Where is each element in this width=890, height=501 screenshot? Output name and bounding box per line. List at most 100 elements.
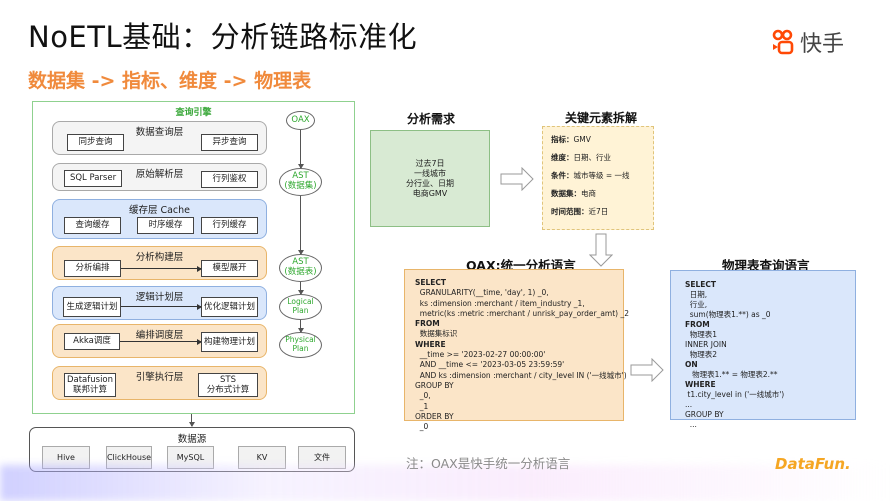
flow-node-logical-plan: Logical Plan xyxy=(279,294,322,320)
oax-code-doc: SELECT GRANULARITY(__time, 'day', 1) _0,… xyxy=(404,269,629,431)
layer-logical-plan: 逻辑计划层 生成逻辑计划 优化逻辑计划 xyxy=(52,286,267,320)
flow-arrow xyxy=(297,320,304,333)
flow-arrow xyxy=(120,338,202,345)
physical-title: 物理表查询语言 xyxy=(722,258,810,273)
physical-code-line: 日期, xyxy=(685,290,708,299)
physical-code-line: 物理表2 xyxy=(685,350,718,359)
sync-query-box: 同步查询 xyxy=(67,134,124,151)
optimize-logical-plan-box: 优化逻辑计划 xyxy=(201,297,258,317)
layer-title: 引擎执行层 xyxy=(135,372,184,383)
key-row-time-range: 时间范围：近7日 xyxy=(551,207,609,216)
flow-node-oax: OAX xyxy=(286,111,315,130)
sql-parser-box: SQL Parser xyxy=(64,170,122,187)
key-row-dataset: 数据集：电商 xyxy=(551,189,596,198)
layer-title: 缓存层 Cache xyxy=(128,205,191,216)
layer-engine-exec: 引擎执行层 Datafusion 联邦计算 STS 分布式计算 xyxy=(52,366,267,400)
physical-code-line: INNER JOIN xyxy=(685,340,727,349)
footnote: 注：OAX是快手统一分析语言 xyxy=(406,456,571,471)
requirement-line: 过去7日 xyxy=(415,158,445,168)
key-row-metric: 指标：GMV xyxy=(551,135,591,144)
oax-code-line: ORDER BY xyxy=(415,411,454,421)
layer-scheduling: 编排调度层 Akka调度 构建物理计划 xyxy=(52,324,267,358)
layer-title: 原始解析层 xyxy=(135,169,184,180)
kuaishou-camera-icon xyxy=(772,29,794,55)
requirement-title: 分析需求 xyxy=(407,112,456,126)
layer-data-query: 数据查询层 同步查询 异步查询 xyxy=(52,121,267,155)
physical-code-line: sum(物理表1.**) as _0 xyxy=(685,310,771,319)
oax-code-line: WHERE xyxy=(415,339,446,349)
physical-code-line: WHERE xyxy=(685,380,716,389)
datasource-title: 数据源 xyxy=(177,434,207,445)
page-subtitle: 数据集 -> 指标、维度 -> 物理表 xyxy=(28,70,312,92)
oax-code-line: AND ks :dimension :merchant / city_level… xyxy=(415,370,627,380)
physical-code-line: ON xyxy=(685,360,698,369)
oax-code-line: ks :dimension :merchant / item_industry … xyxy=(415,298,585,308)
oax-code-line: metric(ks :metric :merchant / unrisk_pay… xyxy=(415,308,630,318)
oax-code-line: _0 xyxy=(415,422,429,432)
kuaishou-logo: 快手 xyxy=(772,26,844,58)
model-expand-box: 模型展开 xyxy=(201,260,258,277)
datafun-logo: DataFun. xyxy=(775,455,851,473)
timeseries-cache-box: 时序缓存 xyxy=(137,217,194,234)
engine-to-datasource-arrow xyxy=(188,414,195,427)
physical-code-line: 行业, xyxy=(685,300,708,309)
oax-code-line: _1 xyxy=(415,401,429,411)
flow-node-physical-plan: Physical Plan xyxy=(279,332,322,358)
oax-code: SELECT GRANULARITY(__time, 'day', 1) _0,… xyxy=(415,278,630,432)
layer-cache: 缓存层 Cache 查询缓存 时序缓存 行列缓存 xyxy=(52,199,267,239)
layer-title: 逻辑计划层 xyxy=(135,292,184,303)
oax-code-line: AND __time <= '2023-03-05 23:59:59' xyxy=(415,360,565,370)
requirement-box: 过去7日 一线城市 分行业、日期 电商GMV xyxy=(370,130,490,227)
datafusion-box: Datafusion 联邦计算 xyxy=(64,373,116,397)
physical-code-line: 物理表1.** = 物理表2.** xyxy=(685,370,778,379)
layer-analysis-build: 分析构建层 分析编排 模型展开 xyxy=(52,246,267,280)
arrow-right-icon xyxy=(630,358,664,382)
physical-code-line: FROM xyxy=(685,320,710,329)
oax-code-line: GROUP BY xyxy=(415,380,454,390)
flow-arrow xyxy=(297,130,304,169)
physical-code-line: 物理表1 xyxy=(685,330,718,339)
oax-code-line: SELECT xyxy=(415,278,447,287)
page-title: NoETL基础：分析链路标准化 xyxy=(28,20,418,54)
key-row-dimension: 维度：日期、行业 xyxy=(551,153,611,162)
physical-code-line: ... xyxy=(685,420,697,429)
generate-logical-plan-box: 生成逻辑计划 xyxy=(63,297,121,317)
physical-code-line: t1.city_level in ('一线城市') xyxy=(685,390,785,399)
key-elements-box: 指标：GMV 维度：日期、行业 条件：城市等级 = 一线 数据集：电商 时间范围… xyxy=(542,126,654,230)
akka-schedule-box: Akka调度 xyxy=(64,333,120,350)
engine-title: 查询引擎 xyxy=(175,108,212,118)
oax-code-line: 数据集标识 xyxy=(415,329,458,339)
flow-arrow xyxy=(297,196,304,255)
oax-code-line: FROM xyxy=(415,319,440,329)
sts-box: STS 分布式计算 xyxy=(198,373,258,397)
decorative-swoosh xyxy=(0,465,890,501)
physical-code-line: ... xyxy=(685,400,693,409)
oax-code-line: _0, xyxy=(415,391,431,401)
requirement-line: 一线城市 xyxy=(414,168,446,178)
row-col-auth-box: 行列鉴权 xyxy=(201,171,258,188)
key-row-condition: 条件：城市等级 = 一线 xyxy=(551,171,630,180)
build-physical-plan-box: 构建物理计划 xyxy=(201,332,258,352)
query-cache-box: 查询缓存 xyxy=(64,217,121,234)
analysis-orchestration-box: 分析编排 xyxy=(64,260,121,277)
physical-code-line: GROUP BY xyxy=(685,410,724,419)
layer-title: 分析构建层 xyxy=(135,252,184,263)
requirement-line: 分行业、日期 xyxy=(406,178,454,188)
flow-node-ast-dataset: AST (数据集) xyxy=(279,168,322,196)
oax-code-line: GRANULARITY(__time, 'day', 1) _0, xyxy=(415,288,549,298)
key-elements-title: 关键元素拆解 xyxy=(565,111,638,125)
physical-code-line: SELECT xyxy=(685,280,717,289)
layer-raw-parse: 原始解析层 SQL Parser 行列鉴权 xyxy=(52,163,267,191)
row-col-cache-box: 行列缓存 xyxy=(201,217,258,234)
oax-code-line: __time >= '2023-02-27 00:00:00' xyxy=(415,350,546,360)
flow-arrow xyxy=(121,265,202,272)
arrow-right-icon xyxy=(500,167,534,191)
flow-node-ast-table: AST (数据表) xyxy=(279,254,322,282)
async-query-box: 异步查询 xyxy=(201,134,258,151)
layer-title: 数据查询层 xyxy=(135,127,184,138)
query-engine-panel: 查询引擎 数据查询层 同步查询 异步查询 原始解析层 SQL Parser 行列… xyxy=(32,101,355,414)
layer-title: 编排调度层 xyxy=(135,330,184,341)
flow-arrow xyxy=(297,282,304,295)
